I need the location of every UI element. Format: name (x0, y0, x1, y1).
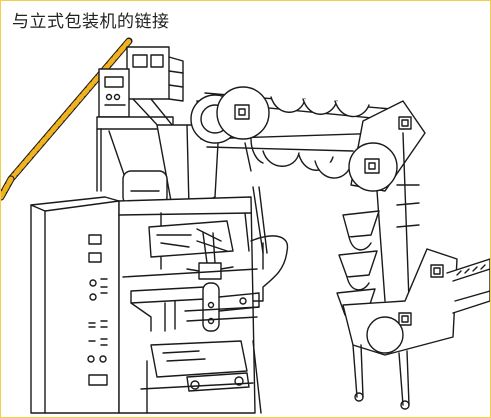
caption-title: 与立式包装机的链接 (12, 12, 170, 32)
bucket-elevator (190, 86, 458, 410)
output-conveyor (446, 258, 490, 314)
top-feeder-unit (96, 46, 184, 192)
feed-belt (1, 37, 133, 201)
hopper-funnel (122, 124, 220, 212)
vertical-packing-machine (30, 196, 289, 414)
